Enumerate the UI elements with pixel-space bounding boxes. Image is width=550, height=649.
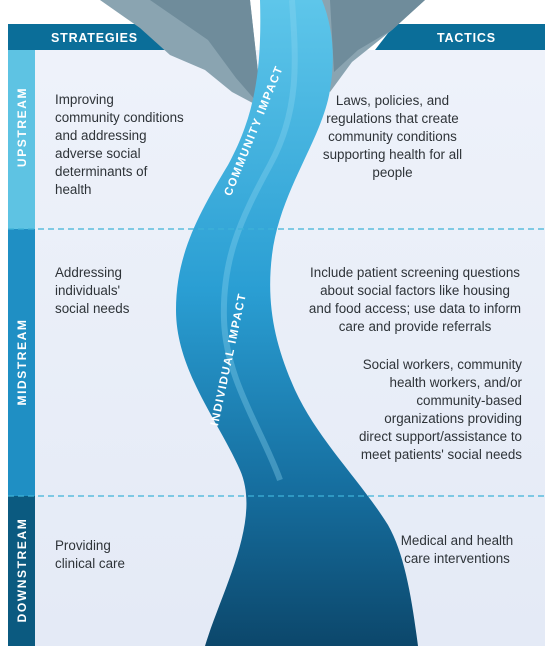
downstream-label: DOWNSTREAM [15, 517, 29, 623]
strategy-midstream: Addressing individuals' social needs [55, 265, 130, 316]
strategies-header: STRATEGIES [51, 31, 138, 45]
mountain-right-shade [330, 0, 425, 72]
midstream-band [8, 229, 35, 496]
river [176, 0, 418, 646]
upstream-label: UPSTREAM [15, 86, 29, 168]
tactics-header: TACTICS [437, 31, 496, 45]
mountain-left-shade [150, 0, 262, 108]
tactic-upstream: Laws, policies, and regulations that cre… [322, 93, 463, 180]
upstream-band [8, 24, 35, 229]
tactic-midstream-screening: Include patient screening questions abou… [308, 265, 522, 334]
strategies-header-band [8, 24, 178, 50]
tactic-downstream: Medical and health care interventions [400, 533, 514, 566]
strategy-downstream: Providing clinical care [55, 538, 125, 571]
strategy-upstream: Improving community conditions and addre… [55, 92, 184, 197]
downstream-band [8, 496, 35, 646]
tactic-midstream-support: Social workers, community health workers… [358, 357, 522, 462]
tactics-header-band [375, 24, 545, 50]
river-highlight [220, 0, 298, 482]
midstream-label: MIDSTREAM [15, 318, 29, 406]
